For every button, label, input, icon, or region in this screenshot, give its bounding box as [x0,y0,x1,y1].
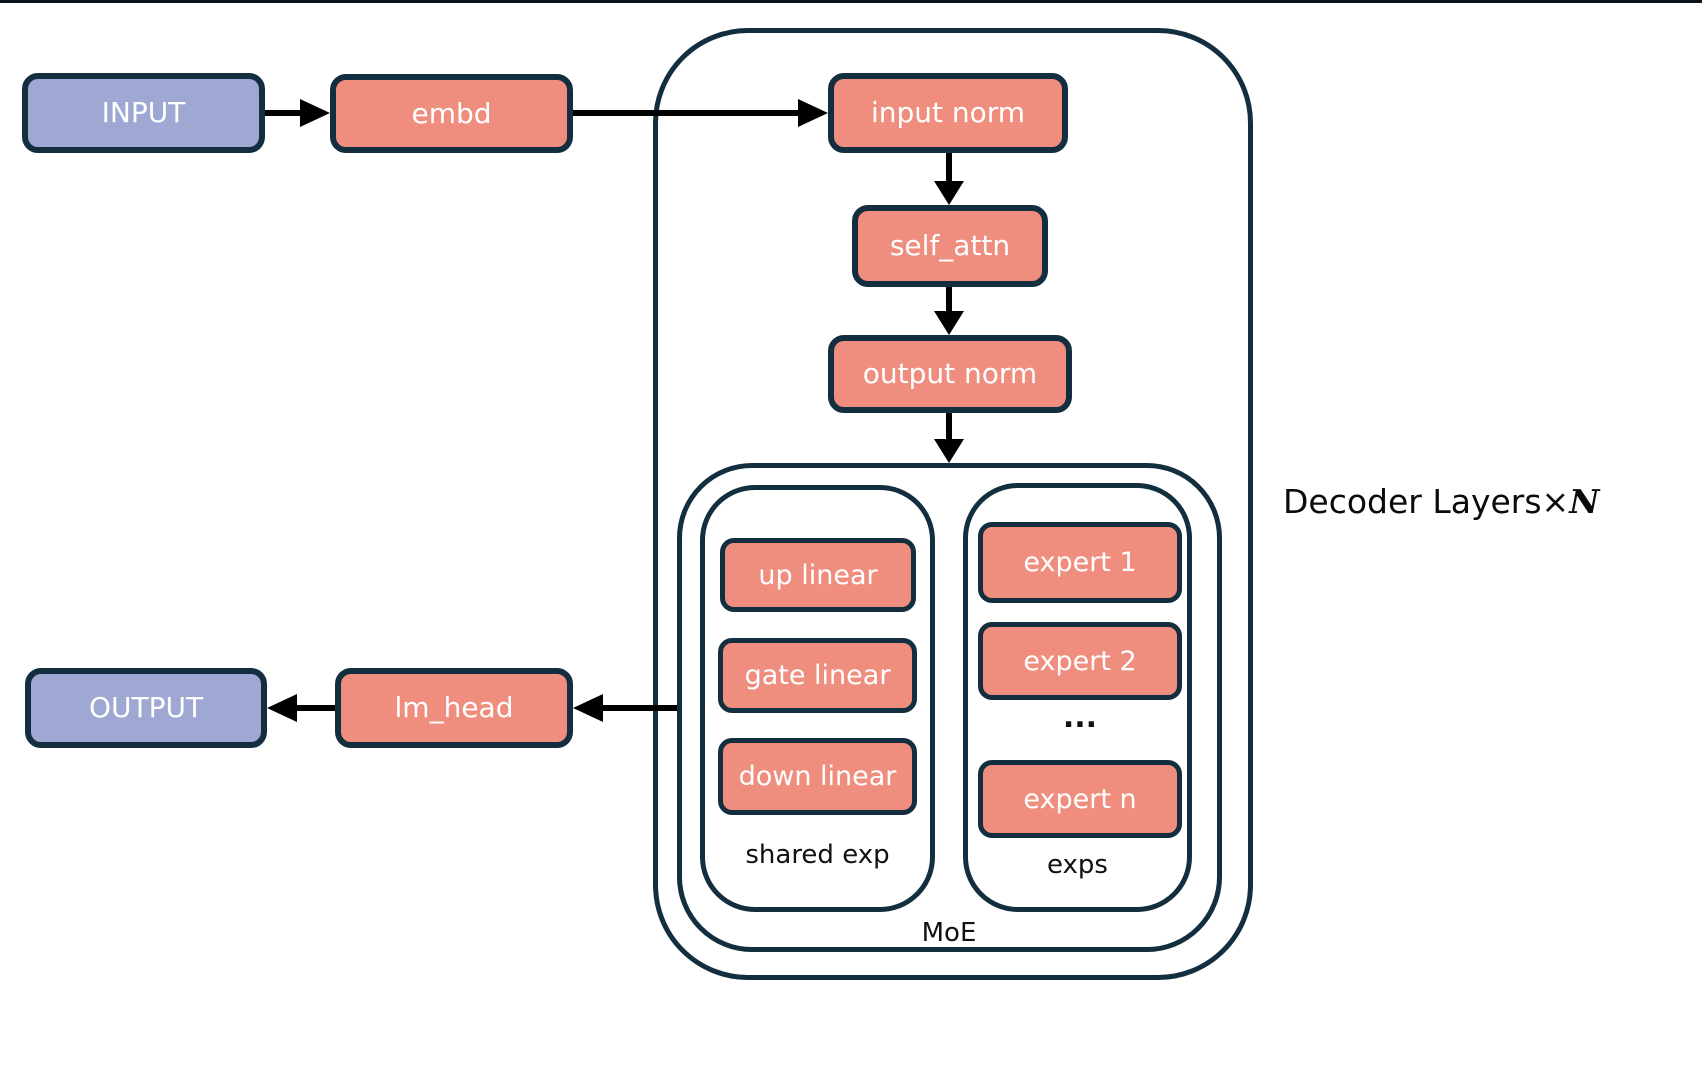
node-down-linear: down linear [718,738,917,815]
arrow-output-norm-to-moe-head [934,439,964,463]
node-embd-label: embd [411,96,492,130]
arrow-lm-head-to-output-line [295,705,335,711]
node-down-linear-label: down linear [738,761,897,792]
experts-ellipsis: ... [1062,700,1098,735]
arrow-moe-to-lm-head-line [601,705,677,711]
top-border-line [0,0,1702,3]
decoder-layers-n: N [1569,482,1600,521]
node-expert-2: expert 2 [978,622,1182,700]
node-up-linear: up linear [720,538,916,612]
node-input-norm-label: input norm [870,96,1026,129]
arrow-input-to-embd-head [300,99,330,127]
node-self-attn: self_attn [852,205,1048,287]
shared-exp-label: shared exp [745,840,890,870]
arrow-embd-to-input-norm-line [573,110,800,116]
node-self-attn-label: self_attn [889,229,1011,262]
node-lm-head-label: lm_head [394,691,514,724]
node-input: INPUT [22,73,265,153]
node-input-label: INPUT [101,96,186,129]
node-output-label: OUTPUT [88,691,204,724]
node-expert-1: expert 1 [978,522,1182,603]
exps-label: exps [1047,850,1108,880]
arrow-output-norm-to-moe-line [946,413,952,442]
node-expert-n: expert n [978,760,1182,838]
node-output-norm-label: output norm [862,357,1038,390]
moe-label: MoE [921,918,977,948]
node-output: OUTPUT [25,668,267,748]
arrow-input-to-embd-line [265,110,302,116]
arrow-input-norm-to-self-attn-line [946,153,952,186]
arrow-moe-to-lm-head-head [573,694,603,722]
decoder-layers-text: Decoder Layers× [1283,482,1570,521]
node-up-linear-label: up linear [758,559,878,591]
node-expert-n-label: expert n [1023,783,1137,815]
node-expert-1-label: expert 1 [1023,547,1137,578]
arrow-input-norm-to-self-attn-head [934,181,964,205]
node-gate-linear-label: gate linear [744,660,891,691]
node-input-norm: input norm [828,73,1068,153]
arrow-lm-head-to-output-head [267,694,297,722]
node-lm-head: lm_head [335,668,573,748]
decoder-layers-label: Decoder Layers×N [1283,482,1683,521]
node-expert-2-label: expert 2 [1023,645,1137,677]
node-gate-linear: gate linear [718,638,917,713]
node-embd: embd [330,74,573,153]
arrow-self-attn-to-output-norm-line [946,287,952,316]
node-output-norm: output norm [828,335,1072,413]
arrow-self-attn-to-output-norm-head [934,311,964,335]
arrow-embd-to-input-norm-head [798,99,828,127]
